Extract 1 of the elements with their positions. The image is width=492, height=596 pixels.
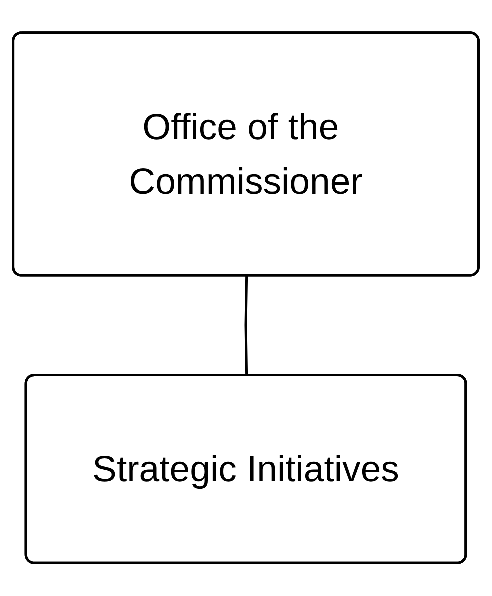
connector	[244, 276, 248, 376]
